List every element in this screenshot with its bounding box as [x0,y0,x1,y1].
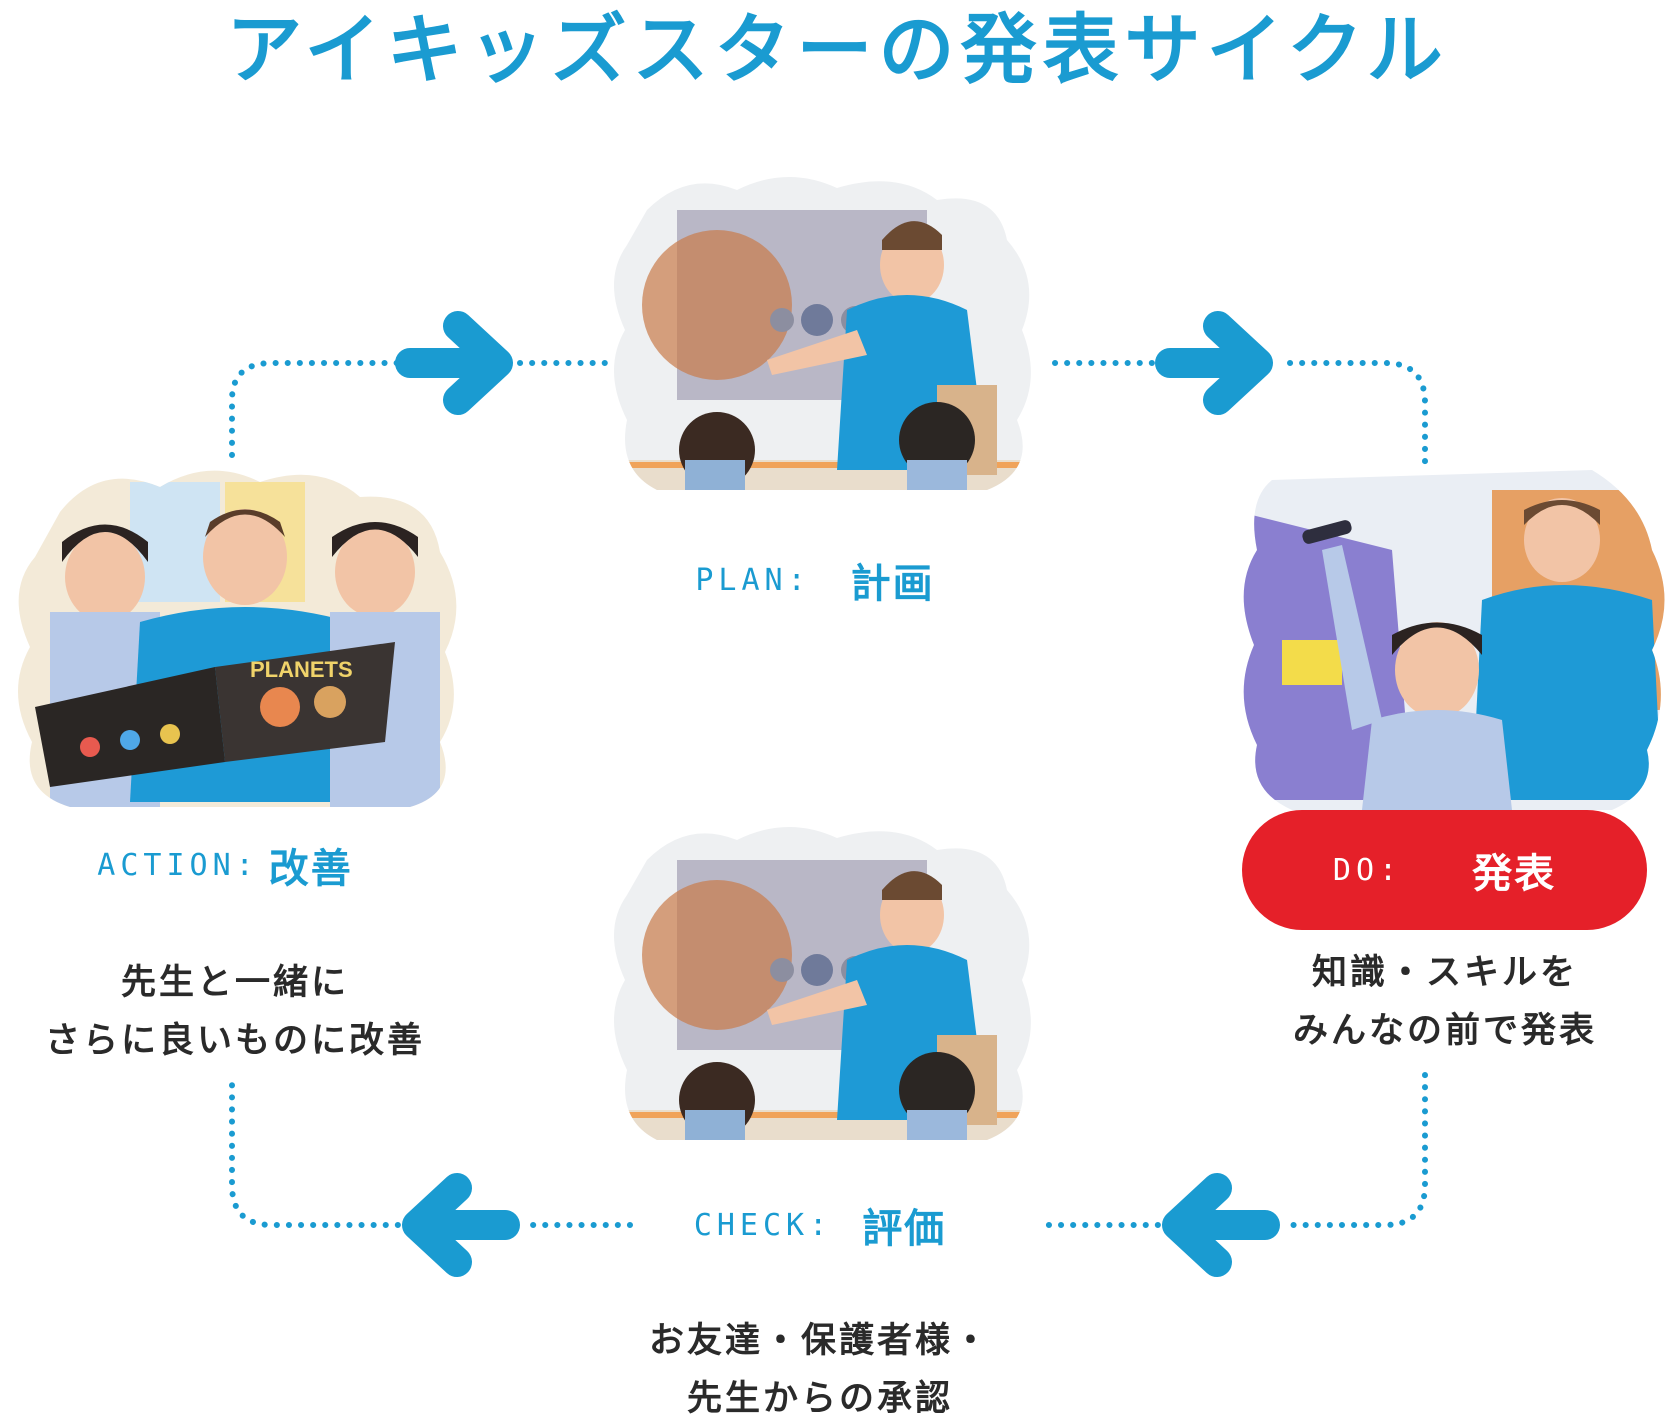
action-label-ja: 改善 [268,846,353,892]
do-description: 知識・スキルを みんなの前で発表 [1245,944,1645,1060]
arrow-right-icon [1155,311,1273,415]
action-description: 先生と一緒に さらに良いものに改善 [0,954,470,1070]
connector-do-top [1287,360,1428,473]
page-title: アイキッズスターの発表サイクル [226,5,1449,94]
do-label-badge: DO: 発表 [1242,810,1647,930]
action-photo: PLANETS [17,470,457,808]
action-desc-line: さらに良いものに改善 [44,1021,425,1061]
arrow-left-icon [1162,1173,1280,1277]
svg-text:PLANETS: PLANETS [250,657,353,682]
arrow-right-icon [395,311,513,415]
connector-do-check [1287,1072,1428,1228]
do-photo [1243,470,1665,810]
do-label-ja: 発表 [1472,851,1557,897]
do-desc-line: 知識・スキルを [1311,953,1578,993]
check-label-ja: 評価 [862,1206,947,1252]
check-desc-line: 先生からの承認 [686,1379,953,1419]
check-desc-line: お友達・保護者様・ [648,1321,991,1361]
check-label: CHECK: 評価 [660,1180,980,1270]
connector-action-plan [229,360,408,458]
plan-label-ja: 計画 [850,561,935,607]
check-photo [613,826,1031,1141]
check-label-en: CHECK: [693,1207,833,1243]
do-label-en: DO: [1332,852,1403,888]
plan-photo [613,176,1031,491]
connector-check-action [229,1082,413,1228]
action-label-en: ACTION: [97,847,259,883]
plan-label-en: PLAN: [695,562,811,598]
arrow-left-icon [402,1173,520,1277]
action-desc-line: 先生と一緒に [120,963,349,1003]
plan-label: PLAN: 計画 [665,535,965,625]
do-desc-line: みんなの前で発表 [1292,1011,1597,1051]
action-label: ACTION: 改善 [55,820,395,910]
check-description: お友達・保護者様・ 先生からの承認 [610,1312,1030,1428]
